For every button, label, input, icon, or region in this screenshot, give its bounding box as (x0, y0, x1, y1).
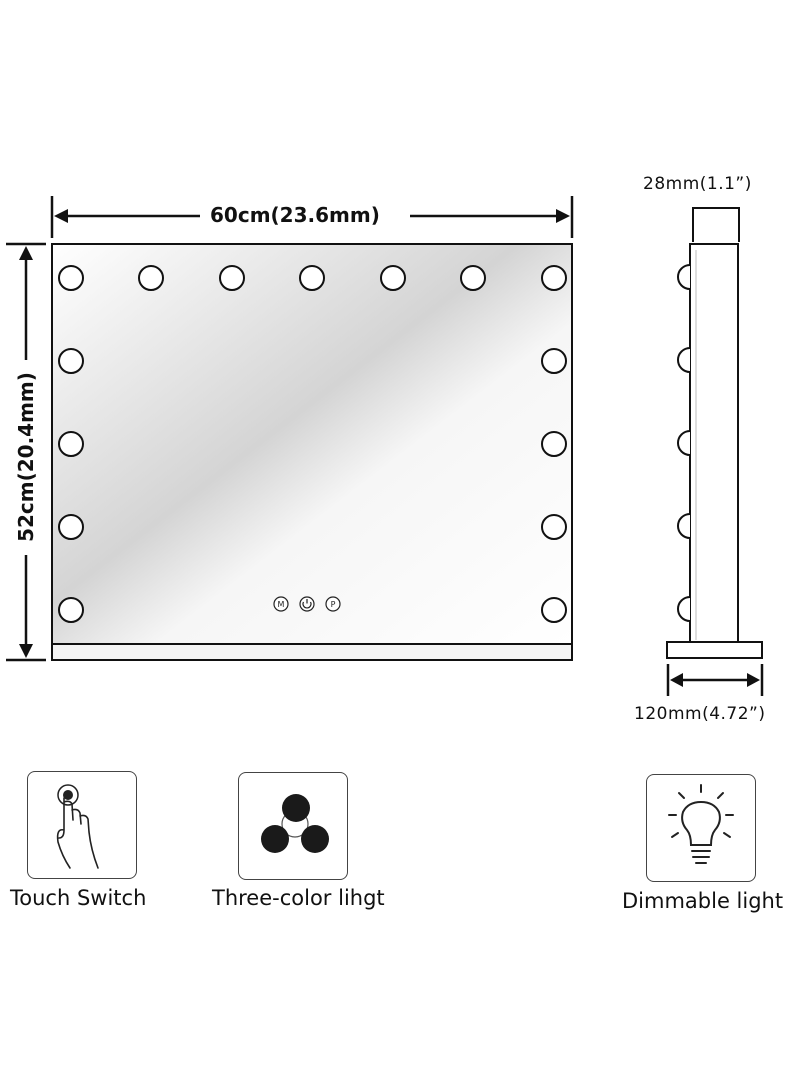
base-dimension (666, 664, 764, 696)
width-dimension (50, 196, 574, 238)
bulb (138, 265, 164, 291)
bulb (541, 265, 567, 291)
bulb (219, 265, 245, 291)
bulb (541, 431, 567, 457)
height-dimension (6, 242, 46, 662)
depth-label: 28mm(1.1”) (643, 174, 752, 194)
bulb (541, 597, 567, 623)
three-dots-icon (261, 794, 329, 853)
touch-finger-icon (56, 784, 99, 869)
touch-switch-label: Touch Switch (10, 886, 147, 910)
bulb (380, 265, 406, 291)
dimmable-label: Dimmable light (622, 889, 784, 913)
bulb (541, 514, 567, 540)
bulb (299, 265, 325, 291)
three-color-label: Three-color lihgt (212, 886, 385, 910)
bulb (460, 265, 486, 291)
width-label: 60cm(23.6mm) (210, 203, 380, 227)
bulb (58, 597, 84, 623)
control-button-label: M (278, 600, 285, 609)
bulb (58, 431, 84, 457)
three-color-box (238, 772, 348, 880)
brightness-button (325, 596, 341, 612)
mirror-front (51, 243, 573, 661)
base-label: 120mm(4.72”) (634, 704, 766, 724)
control-button-label: P (331, 600, 336, 609)
control-buttons[interactable] (273, 596, 341, 612)
touch-switch-box (27, 771, 137, 879)
mode-button (273, 596, 289, 612)
mirror-side-view (666, 207, 763, 659)
bulb (541, 348, 567, 374)
bulb (58, 514, 84, 540)
dimmable-box (646, 774, 756, 882)
bulb-icon (668, 784, 734, 864)
power-button (299, 596, 315, 612)
bulb (58, 265, 84, 291)
height-label: 52cm(20.4mm) (14, 372, 38, 542)
bulb (58, 348, 84, 374)
